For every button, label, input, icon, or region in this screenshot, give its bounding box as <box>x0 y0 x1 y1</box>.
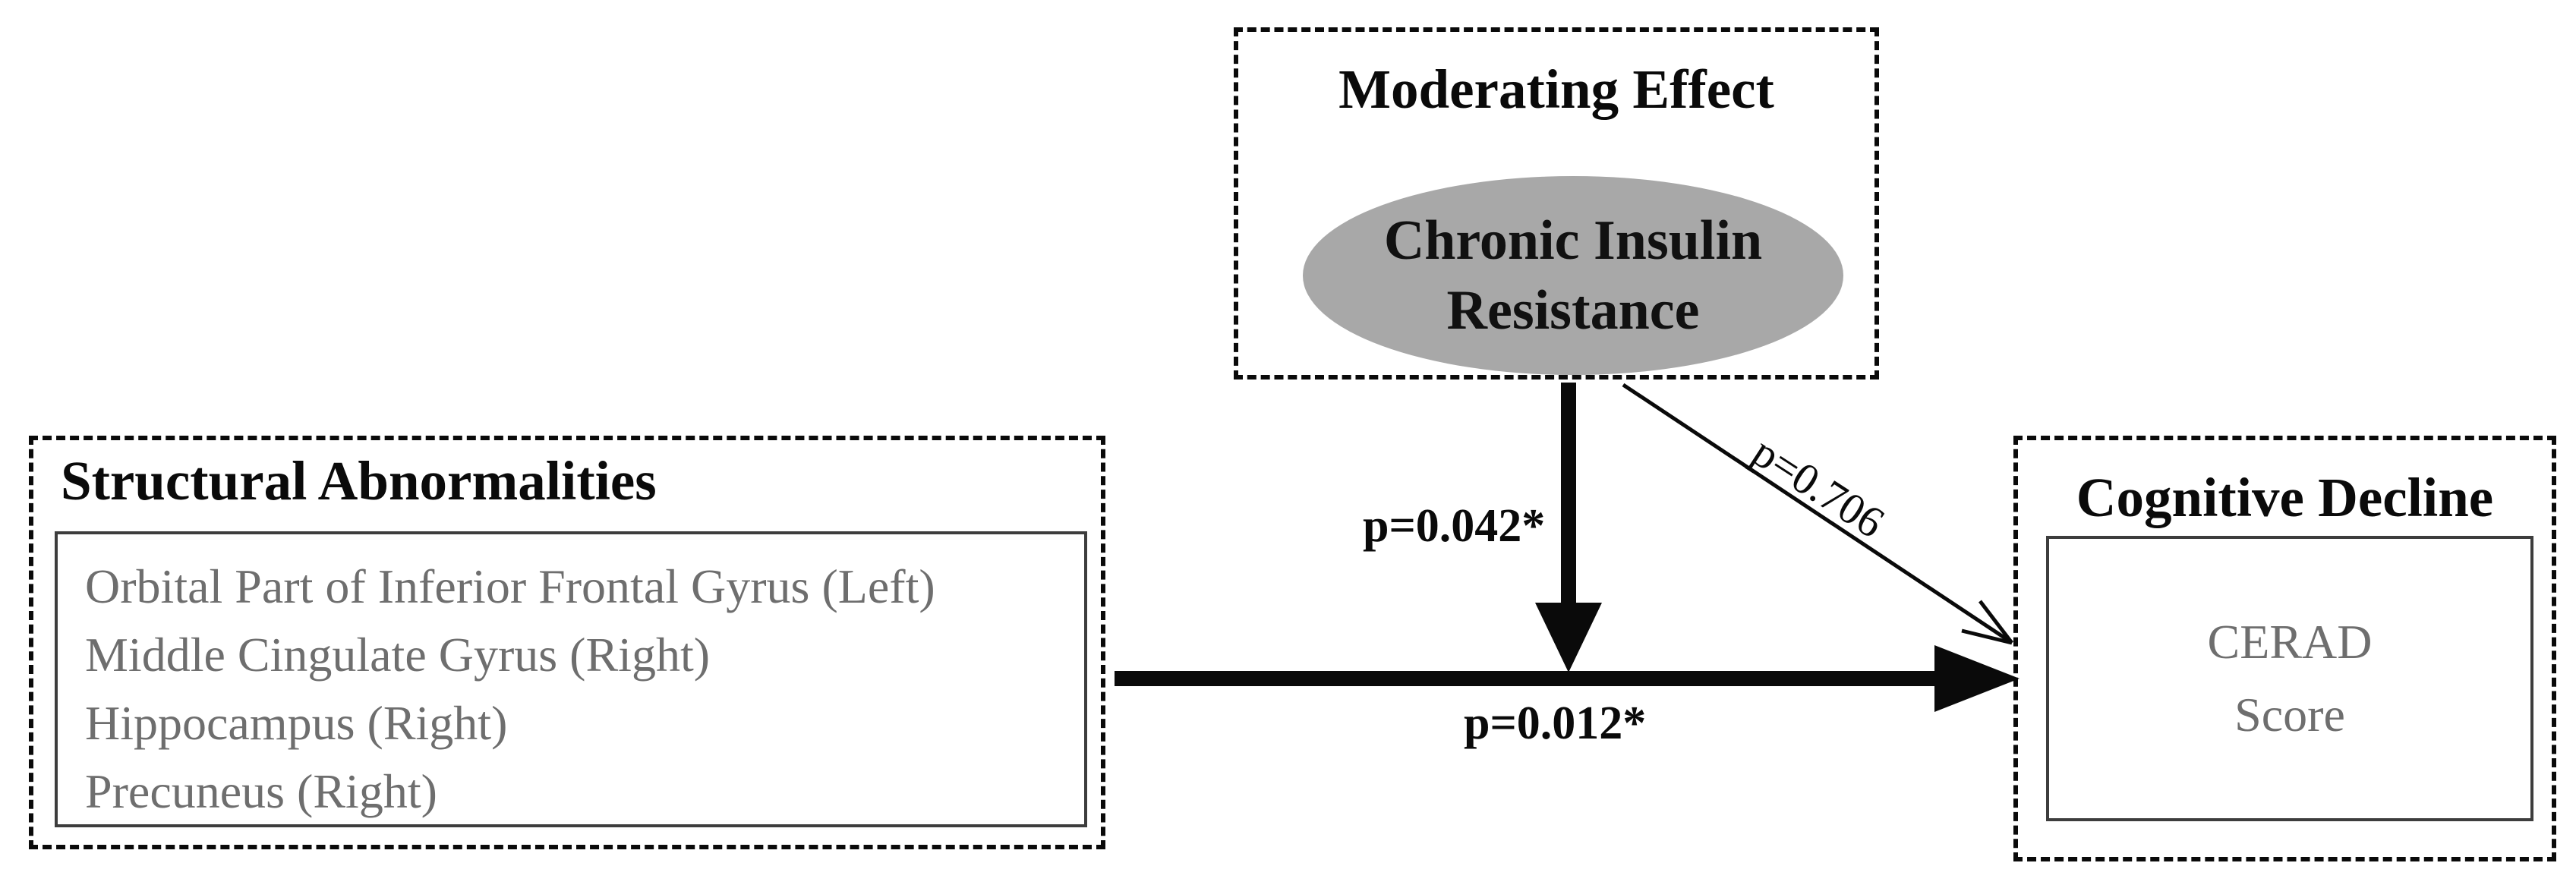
region-item: Hippocampus (Right) <box>85 696 508 750</box>
region-item: Orbital Part of Inferior Frontal Gyrus (… <box>85 559 935 613</box>
cognitive-decline-title: Cognitive Decline <box>2076 467 2494 528</box>
moderation-arrowhead <box>1535 603 1602 672</box>
structural-abnormalities-title: Structural Abnormalities <box>61 450 657 512</box>
region-item: Precuneus (Right) <box>85 764 437 818</box>
moderating-effect-box: Moderating Effect <box>1234 27 1879 380</box>
moderator-outcome-arrowhead-barb-upper <box>1979 600 2013 644</box>
ellipse-label-line1: Chronic Insulin <box>1383 209 1763 272</box>
moderator-outcome-p-value: p=0.706 <box>1743 426 1893 548</box>
region-item: Middle Cingulate Gyrus (Right) <box>85 628 711 682</box>
direct-effect-arrowhead <box>1934 645 2019 712</box>
structural-regions-list: Orbital Part of Inferior Frontal Gyrus (… <box>55 531 1087 827</box>
cerad-score-box: CERAD Score <box>2046 536 2533 821</box>
cognitive-decline-box: Cognitive Decline CERAD Score <box>2013 436 2556 861</box>
moderating-effect-title: Moderating Effect <box>1338 58 1774 120</box>
cerad-label-line2: Score <box>2234 688 2345 742</box>
cerad-label-line1: CERAD <box>2207 615 2373 669</box>
moderator-outcome-arrowhead-barb-lower <box>1961 628 2013 645</box>
chronic-insulin-resistance-ellipse: Chronic Insulin Resistance <box>1303 176 1843 375</box>
moderation-p-value: p=0.042* <box>1363 500 1546 552</box>
ellipse-label-line2: Resistance <box>1446 279 1700 342</box>
direct-effect-p-value: p=0.012* <box>1464 698 1647 749</box>
structural-abnormalities-box: Structural Abnormalities Orbital Part of… <box>29 436 1105 849</box>
